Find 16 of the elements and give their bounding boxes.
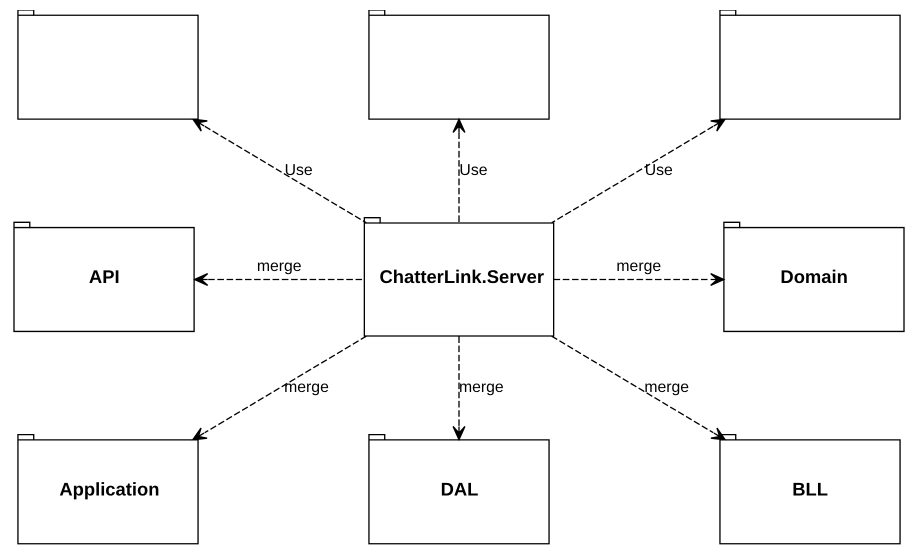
edge-label: merge — [256, 258, 302, 275]
edge-label: merge — [459, 378, 504, 396]
arrow — [192, 118, 367, 223]
arrow — [554, 272, 724, 286]
edge-label: merge — [616, 258, 662, 275]
edge-label: merge — [284, 378, 329, 396]
arrow — [452, 336, 466, 440]
arrow — [194, 272, 364, 286]
arrow — [551, 335, 726, 440]
edge-label: merge — [644, 378, 690, 396]
edge-label: Use — [459, 162, 488, 179]
edge-label: Use — [644, 162, 673, 179]
arrow — [452, 118, 466, 222]
arrow — [551, 118, 726, 223]
edge-label: Use — [284, 162, 313, 179]
arrow — [192, 335, 367, 440]
